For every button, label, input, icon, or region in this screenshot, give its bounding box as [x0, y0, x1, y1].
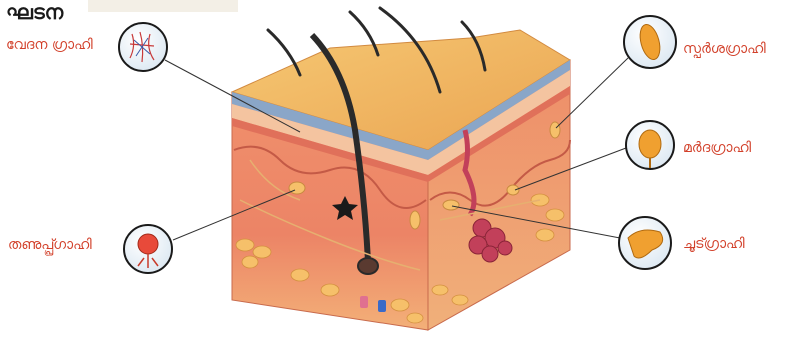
- pain-receptor-bubble: [119, 23, 167, 71]
- cold-receptor-label: തണുപ്പ്ഗ്രാഹി: [8, 237, 92, 253]
- cold-receptor-bubble: [124, 225, 172, 273]
- heat-receptor-bubble: [619, 217, 671, 269]
- pain-receptor-label: വേദന ഗ്രാഹി: [6, 37, 93, 53]
- pressure-receptor-label: മർദഗ്രാഹി: [683, 140, 751, 156]
- touch-receptor-label: സ്പർശഗ്രാഹി: [683, 41, 766, 57]
- heat-receptor-label: ചൂട്ഗ്രാഹി: [683, 236, 745, 252]
- hair-follicle-bulb: [358, 258, 378, 274]
- touch-receptor-bubble: [624, 16, 676, 68]
- pressure-receptor-bubble: [626, 121, 674, 169]
